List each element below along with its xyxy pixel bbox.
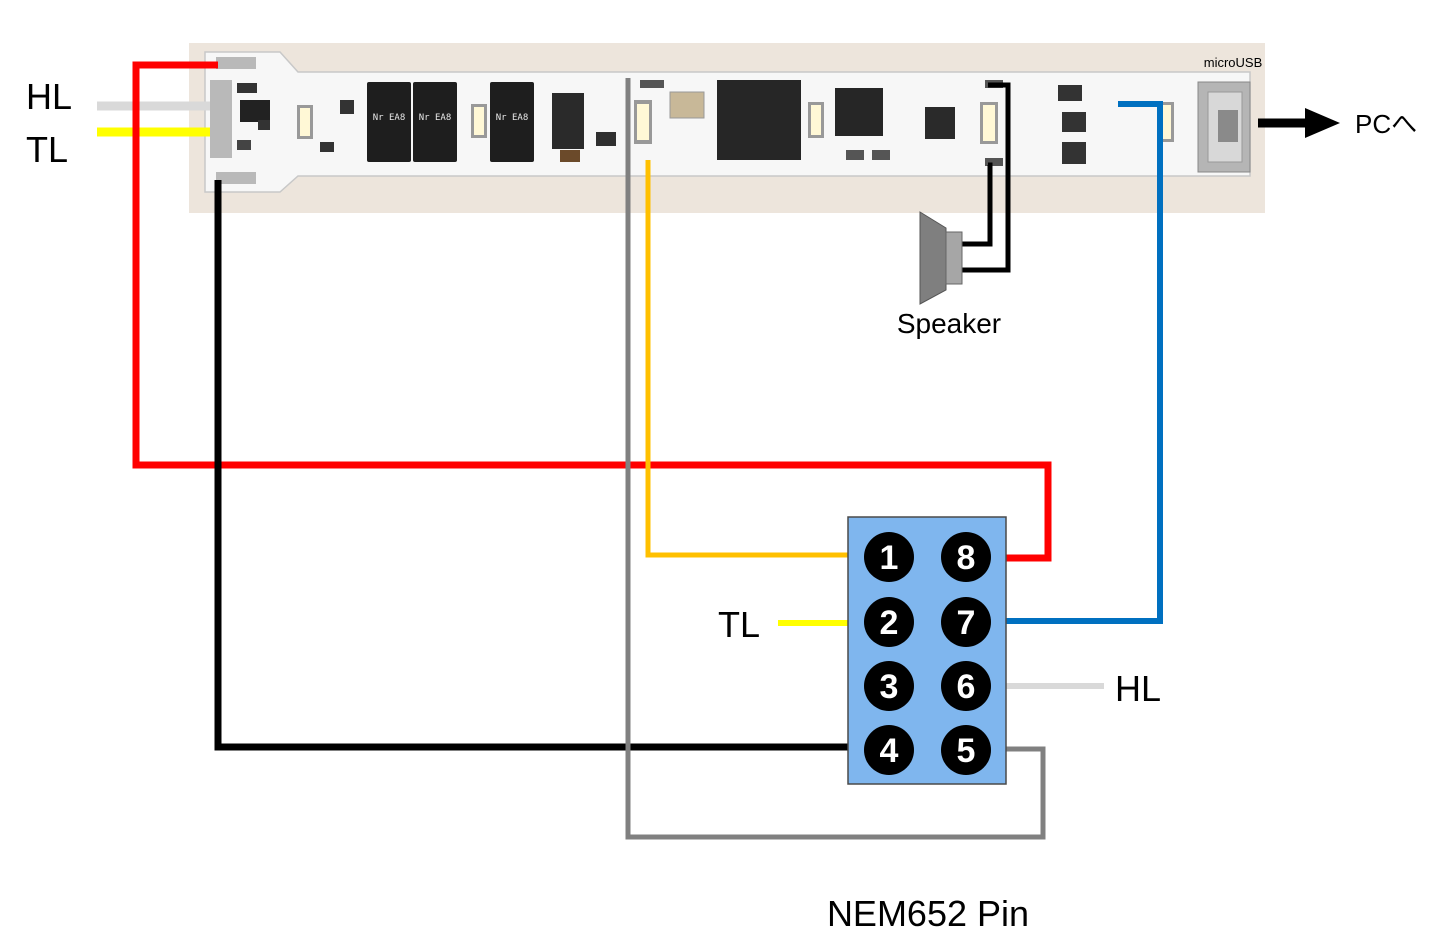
pin-4: 4 [864, 725, 914, 775]
speaker-icon [919, 211, 963, 305]
blue-wire [990, 101, 1163, 624]
left-solder-pads [210, 57, 256, 184]
gray-wire [625, 78, 1046, 840]
pin-2: 2 [864, 597, 914, 647]
pin-3-label: 3 [880, 668, 899, 706]
red-wire [132, 61, 1052, 562]
pcb-chips [320, 80, 1086, 166]
micro-usb-connector [1197, 81, 1251, 173]
inductor-3-marking: Nr EA8 [496, 113, 529, 123]
inductor-markings: Nr EA8 Nr EA8 Nr EA8 [373, 113, 529, 123]
pin-6: 6 [941, 661, 991, 711]
pin-7: 7 [941, 597, 991, 647]
speaker-label: Speaker [897, 308, 1001, 339]
black-wire [214, 180, 865, 751]
pcb-leds [297, 100, 1174, 144]
pc-arrow [1258, 108, 1340, 138]
pc-label: PCへ [1355, 109, 1417, 139]
pin-5: 5 [941, 725, 991, 775]
pin-8-label: 8 [957, 539, 976, 577]
pin-6-label: 6 [957, 668, 976, 706]
left-hl-label: HL [26, 76, 72, 117]
pin-5-label: 5 [957, 732, 976, 770]
pin-2-label: 2 [880, 604, 899, 642]
pin-1: 1 [864, 532, 914, 582]
speaker-wire-2 [962, 162, 993, 247]
inductor-1-marking: Nr EA8 [373, 113, 406, 123]
pin-4-label: 4 [880, 732, 899, 770]
speaker-wire-1 [962, 82, 1011, 273]
connector-pins: 1 2 3 4 8 7 6 5 [864, 532, 991, 775]
micro-usb-label: microUSB [1204, 55, 1263, 70]
left-components [237, 83, 270, 150]
connector-hl-label: HL [1115, 668, 1161, 709]
orange-wire [645, 160, 865, 558]
connector-caption: NEM652 Pin [827, 893, 1029, 934]
pin-1-label: 1 [880, 539, 899, 577]
pin-8: 8 [941, 532, 991, 582]
left-tl-label: TL [26, 129, 68, 170]
pin-7-label: 7 [957, 604, 976, 642]
connector-tl-label: TL [718, 604, 760, 645]
inductor-2-marking: Nr EA8 [419, 113, 452, 123]
pin-3: 3 [864, 661, 914, 711]
